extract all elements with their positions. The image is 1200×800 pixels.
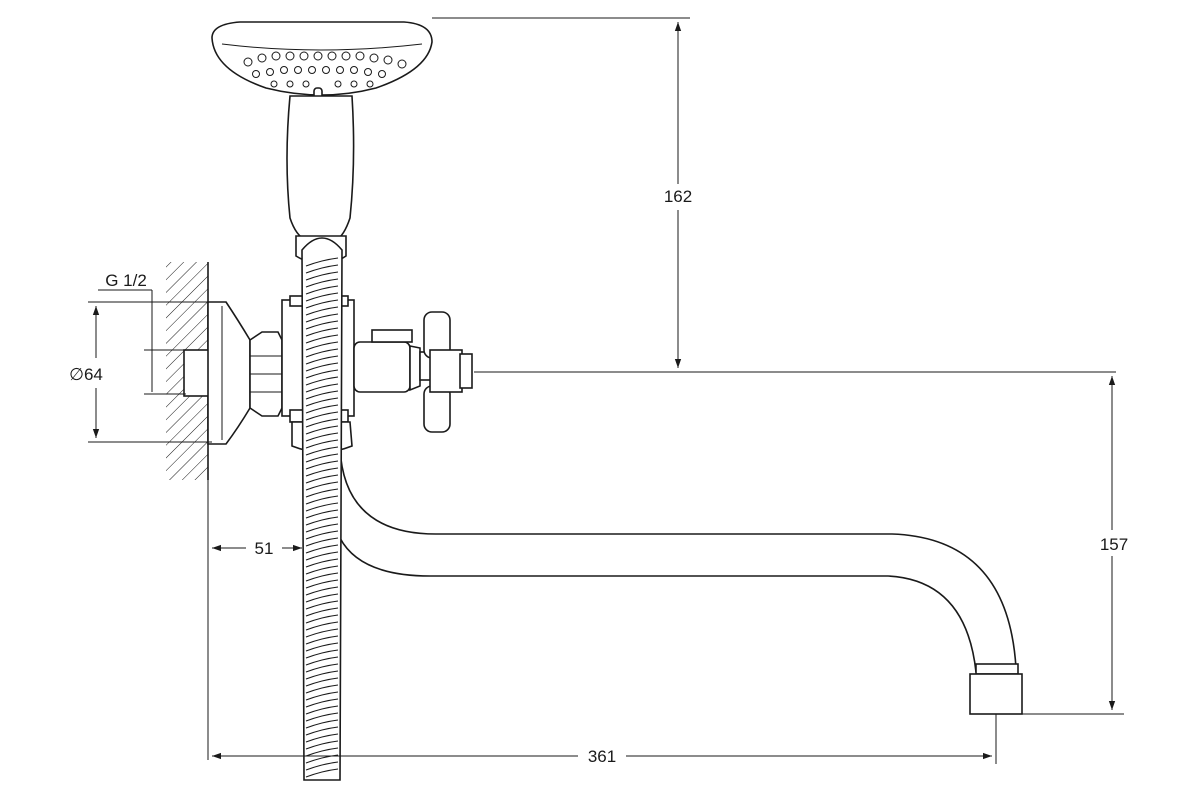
hose-coil <box>305 397 339 407</box>
hose-coil <box>305 369 339 379</box>
hose-coil <box>305 404 339 414</box>
hose-coil <box>305 383 339 393</box>
hose-coil <box>305 684 339 694</box>
hose-coil <box>305 362 339 372</box>
hose-coil <box>305 453 339 463</box>
hose-coil <box>305 579 339 589</box>
hose-coil <box>305 572 339 582</box>
shower-height-label: 162 <box>664 187 692 206</box>
hose-coil <box>305 292 339 302</box>
hose-coil <box>305 495 339 505</box>
spout-length-label: 361 <box>588 747 616 766</box>
hose-coil <box>305 544 339 554</box>
hose-coil <box>305 719 339 729</box>
hose-coil <box>305 376 339 386</box>
dimension-shower-height: 162 <box>432 17 1116 373</box>
hose-coil <box>305 320 339 330</box>
hose-coil <box>305 327 339 337</box>
hose-coil <box>305 551 339 561</box>
hex-nut <box>249 331 283 417</box>
bath-spout <box>339 447 1023 715</box>
hose-coil <box>305 649 339 659</box>
hose-coil <box>305 586 339 596</box>
hose-coil <box>305 663 339 673</box>
hose-coil <box>305 726 339 736</box>
hose-coil <box>305 341 339 351</box>
hose-coil <box>305 425 339 435</box>
hose-coil <box>305 628 339 638</box>
hose-coil <box>305 705 339 715</box>
hose-coil <box>305 621 339 631</box>
hose-coil <box>305 467 339 477</box>
hose-coil <box>305 285 339 295</box>
hose-coil <box>305 306 339 316</box>
hose-coil <box>305 530 339 540</box>
hose-coil <box>305 502 339 512</box>
hose-coil <box>305 740 339 750</box>
hose-coil <box>305 432 339 442</box>
hose-coil <box>305 656 339 666</box>
hose-coil <box>305 607 339 617</box>
hose-coil <box>305 768 339 778</box>
cross-handle[interactable] <box>423 311 473 433</box>
hose-coil <box>305 712 339 722</box>
hose-coil <box>305 481 339 491</box>
hose-coil <box>305 460 339 470</box>
dimension-thread: G 1/2 <box>98 271 186 395</box>
hose-coil <box>305 537 339 547</box>
hose-coil <box>305 733 339 743</box>
hose-coil <box>305 439 339 449</box>
hose-coil <box>305 488 339 498</box>
hose-coil <box>305 754 339 764</box>
wall-offset-label: 51 <box>255 539 274 558</box>
dimension-spout-height: 157 <box>1022 376 1128 715</box>
hose-coil <box>305 355 339 365</box>
hose-coil <box>305 558 339 568</box>
hose-coil <box>305 509 339 519</box>
shower-hose <box>301 237 343 781</box>
hose-coil <box>305 446 339 456</box>
hose-coil <box>305 635 339 645</box>
hose-coil <box>305 257 339 267</box>
thread-label: G 1/2 <box>105 271 147 290</box>
hose-coil <box>305 614 339 624</box>
hose-coil <box>305 390 339 400</box>
hose-coil <box>305 278 339 288</box>
hose-coil <box>305 523 339 533</box>
hose-coil <box>305 600 339 610</box>
hose-coil <box>305 698 339 708</box>
hose-coil <box>305 516 339 526</box>
hose-coil <box>305 670 339 680</box>
hose-coil <box>305 642 339 652</box>
dimension-spout-length: 361 <box>212 714 997 766</box>
hose-coil <box>305 411 339 421</box>
wall-mount <box>183 301 251 445</box>
hose-coil <box>305 747 339 757</box>
dimension-wall-offset: 51 <box>207 480 302 760</box>
hose-coil <box>305 593 339 603</box>
hose-coil <box>305 691 339 701</box>
hose-coil <box>305 761 339 771</box>
shower-nozzles <box>243 51 407 88</box>
hose-coil <box>305 271 339 281</box>
hose-coil <box>305 677 339 687</box>
hose-coil <box>305 334 339 344</box>
hose-coil <box>305 299 339 309</box>
spout-height-label: 157 <box>1100 535 1128 554</box>
hose-coil <box>305 474 339 484</box>
valve-cartridge <box>353 329 433 393</box>
hose-coil <box>305 348 339 358</box>
hose-coil <box>305 565 339 575</box>
hose-coil <box>305 264 339 274</box>
hose-coil <box>305 313 339 323</box>
flange-diameter-label: ∅64 <box>69 365 103 384</box>
hose-coil <box>305 418 339 428</box>
dimension-flange-diameter: ∅64 <box>69 301 212 443</box>
